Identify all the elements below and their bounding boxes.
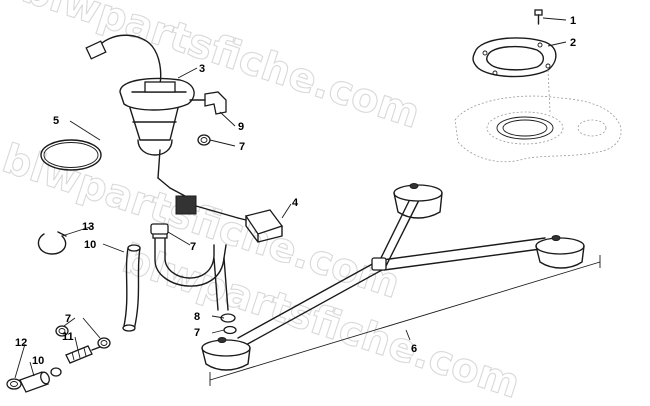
callout-10-lower: 10 [32,355,44,367]
callout-13: 13 [82,221,94,233]
callout-8: 8 [194,311,200,323]
callout-7-fitting: 7 [194,327,200,339]
callout-2: 2 [570,37,576,49]
callout-3: 3 [199,63,205,75]
fuel-tank-outline [454,69,622,163]
part-fuel-pump-head [85,34,195,179]
callout-1: 1 [570,15,576,27]
callout-9: 9 [238,121,244,133]
part-o-ring [40,139,102,171]
leader-lines [14,17,567,379]
part-clamp-upper [197,134,211,146]
watermark-group: blwpartsfiche.com blwpartsfiche.com blwp… [0,0,526,406]
callout-11: 11 [62,331,74,343]
part-hose-clip [37,231,67,255]
watermark-top: blwpartsfiche.com [17,0,426,138]
callout-labels: 1 2 3 4 5 6 7 7 7 7 8 9 10 10 11 12 13 [15,15,576,367]
callout-7-middle: 7 [190,241,196,253]
part-small-fittings [6,325,111,393]
callout-5: 5 [53,115,59,127]
callout-7-upper: 7 [239,141,245,153]
part-level-sender [157,177,239,219]
part-vent-assembly [201,183,601,386]
part-connector [237,209,284,243]
part-elbow-fitting [189,91,227,115]
part-clamp-middle [150,223,169,235]
callout-7-lower: 7 [65,313,71,325]
callout-4: 4 [292,197,299,209]
callout-12: 12 [15,337,27,349]
part-retaining-plate [472,37,557,78]
part-bolt [534,9,543,25]
callout-6: 6 [411,343,417,355]
part-fuel-hose-long [122,244,141,332]
callout-10-upper: 10 [84,239,96,251]
